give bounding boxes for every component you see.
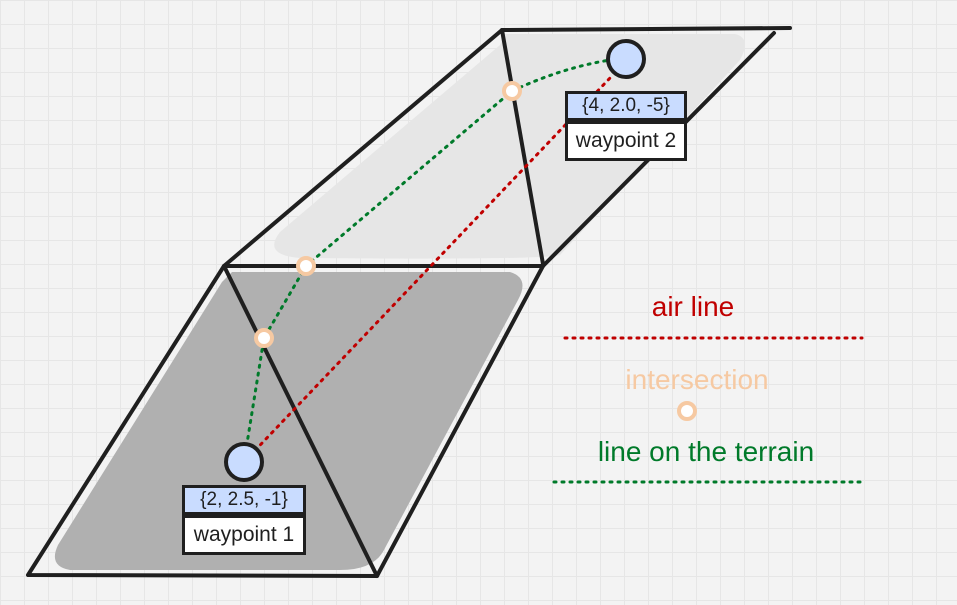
air-line-path (242, 76, 612, 464)
waypoint-2-marker (606, 39, 646, 79)
waypoint-1-name: waypoint 1 (185, 518, 303, 552)
intersection-marker-2 (296, 256, 316, 276)
legend-intersection-label: intersection (625, 364, 769, 395)
waypoint-2-name: waypoint 2 (568, 124, 684, 158)
waypoint-2-coords: {4, 2.0, -5} (568, 94, 684, 124)
waypoint-1-card: {2, 2.5, -1} waypoint 1 (182, 485, 306, 555)
light-terrain-face (274, 34, 745, 259)
intersection-marker-1 (254, 328, 274, 348)
dark-terrain-face (54, 272, 523, 570)
legend-air-line-label: air line (651, 291, 735, 322)
terrain-outline (26, 26, 792, 578)
waypoint-2-card: {4, 2.0, -5} waypoint 2 (565, 91, 687, 161)
waypoint-1-marker (224, 442, 264, 482)
waypoint-1-coords: {2, 2.5, -1} (185, 488, 303, 518)
legend-intersection-swatch (677, 401, 697, 421)
legend-terrain-line-label: line on the terrain (597, 436, 815, 467)
intersection-marker-3 (502, 81, 522, 101)
